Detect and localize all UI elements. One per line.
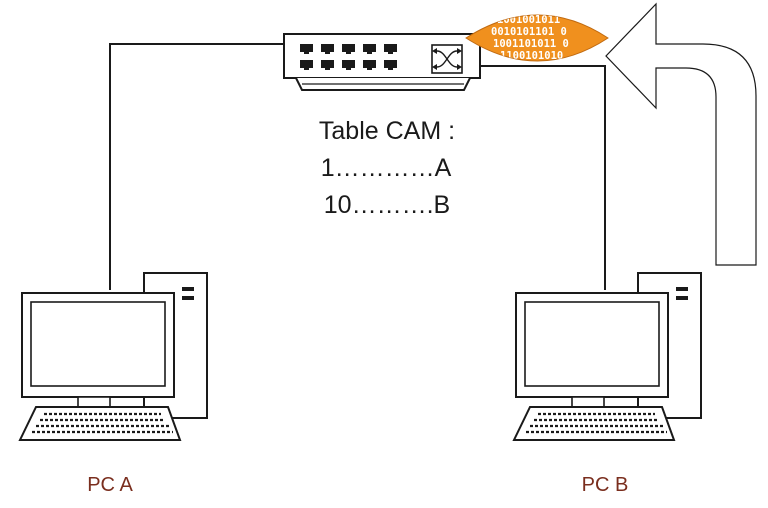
switch-cross-arrows-icon	[431, 44, 463, 74]
frame-bits-row-3: 1001101011 0	[493, 38, 569, 50]
desktop-computer-icon	[18, 272, 208, 441]
data-frame-icon: 1001001011 0010101101 0 1001101011 0 110…	[465, 14, 609, 62]
cable-pc-b	[462, 65, 606, 290]
cam-entry: 10……….B	[324, 191, 450, 219]
cam-entry: 1…………A	[321, 154, 452, 182]
pc-b-label: PC B	[582, 474, 629, 496]
frame-bits-row-4: 1100101010	[500, 50, 563, 62]
pc-a-label: PC A	[87, 474, 133, 496]
network-switch-icon	[283, 33, 481, 91]
switch-ports	[300, 44, 397, 70]
frame-bits-row-2: 0010101101 0	[491, 26, 567, 38]
frame-bits-row-1: 1001001011	[497, 14, 560, 26]
cable-pc-a	[109, 43, 300, 290]
curved-arrow-icon	[605, 2, 757, 266]
cam-table-title: Table CAM :	[319, 117, 455, 145]
cam-table: Table CAM : 1…………A 10……….B	[319, 117, 455, 219]
desktop-computer-icon	[512, 272, 702, 441]
